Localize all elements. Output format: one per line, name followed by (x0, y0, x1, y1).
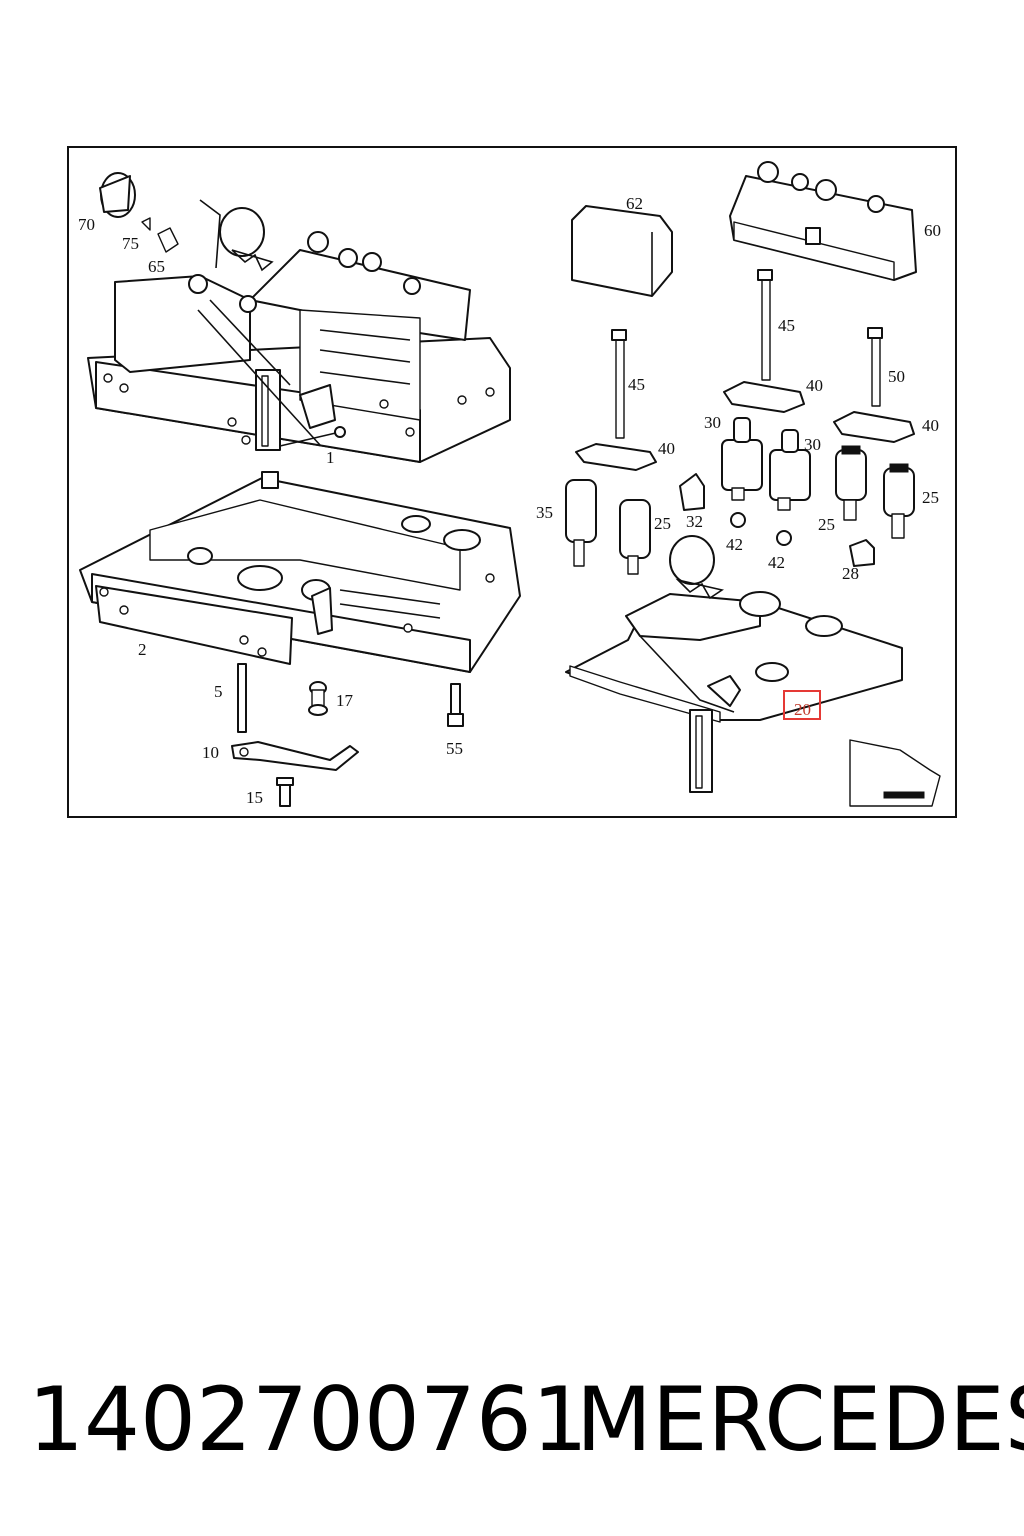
part-32-connector (679, 473, 705, 511)
callout-20-highlight-box (783, 690, 821, 720)
callout-17: 17 (336, 691, 354, 710)
callout-45-left: 45 (628, 375, 645, 394)
part-35-solenoid (565, 479, 597, 567)
callout-42-left: 42 (726, 535, 743, 554)
callout-25-left: 25 (654, 514, 671, 533)
part-60-housing (729, 161, 917, 281)
part-45-bolt-right (757, 269, 773, 381)
callout-45-right: 45 (778, 316, 795, 335)
part-70-cap (99, 172, 136, 218)
part-17-spring (308, 681, 328, 716)
callout-28: 28 (842, 564, 859, 583)
part-65-clip (157, 227, 179, 253)
callout-30-right: 30 (804, 435, 821, 454)
part-25-solenoid-left (619, 499, 651, 575)
callout-30-left: 30 (704, 413, 721, 432)
part-30-solenoid-right (769, 429, 811, 511)
part-30-solenoid-left (721, 417, 763, 501)
callout-20: 20 (794, 700, 811, 719)
part-42-seal-right (776, 530, 792, 546)
callout-25-right: 25 (922, 488, 939, 507)
callout-1: 1 (326, 448, 335, 467)
valve-body-assembly-lower (79, 471, 521, 673)
callout-10: 10 (202, 743, 219, 762)
valve-body-assembly-upper (87, 199, 511, 463)
callout-60: 60 (924, 221, 941, 240)
part-40-bracket-right (833, 411, 915, 443)
callout-42-right: 42 (768, 553, 785, 572)
part-5-pin (237, 663, 247, 733)
part-50-bolt (867, 327, 883, 407)
part-40-bracket-left (575, 443, 657, 471)
callout-5: 5 (214, 682, 223, 701)
part-45-bolt-left (611, 329, 627, 439)
callout-32: 32 (686, 512, 703, 531)
part-25-solenoid-mid (835, 445, 867, 521)
callout-75: 75 (122, 234, 139, 253)
locator-thumbnail-icon (849, 739, 941, 807)
callout-15: 15 (246, 788, 263, 807)
callout-70: 70 (78, 215, 95, 234)
part-40-bracket-mid (723, 381, 805, 413)
callout-2: 2 (138, 640, 147, 659)
callout-40-mid: 40 (806, 376, 823, 395)
part-25-solenoid-right (883, 463, 915, 539)
callout-65: 65 (148, 257, 165, 276)
part-number-text: 1402700761 (28, 1368, 588, 1471)
callout-62: 62 (626, 194, 643, 213)
part-42-seal-left (730, 512, 746, 528)
part-55-bolt (447, 683, 464, 727)
callout-35: 35 (536, 503, 553, 522)
part-10-lever (231, 741, 359, 771)
callout-50: 50 (888, 367, 905, 386)
part-62-cover (571, 205, 673, 297)
callout-40-left: 40 (658, 439, 675, 458)
brand-text: MERCEDES (576, 1368, 1024, 1471)
part-28-plug (849, 539, 875, 567)
callout-40-right: 40 (922, 416, 939, 435)
callout-55: 55 (446, 739, 463, 758)
callout-25-mid: 25 (818, 515, 835, 534)
part-75-pin (141, 217, 151, 231)
part-15-screw (276, 777, 294, 807)
